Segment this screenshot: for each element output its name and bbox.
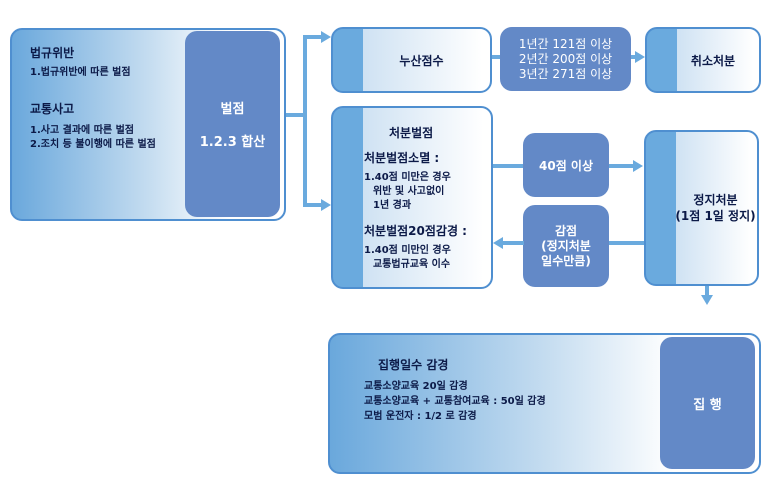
arrow-right-icon	[321, 199, 331, 211]
connector	[493, 164, 525, 168]
connector	[286, 113, 307, 117]
extinct-line-3: 1년 경과	[373, 200, 412, 211]
connector	[303, 35, 307, 207]
suspension-box: 정지처분 (1점 1일 정지)	[644, 130, 759, 286]
accident-title: 교통사고	[30, 102, 75, 116]
connector	[502, 241, 524, 245]
reduce-line-1: 1.40점 미만인 경우	[364, 245, 451, 256]
connector	[303, 203, 323, 207]
violation-title: 법규위반	[30, 46, 75, 60]
execution-line-2: 교통소양교육 + 교통참여교육 : 50일 감경	[364, 396, 546, 407]
extinct-line-2: 위반 및 사고없이	[373, 186, 445, 197]
arrow-right-icon	[633, 160, 643, 172]
connector	[303, 35, 323, 39]
sum-box: 벌점 1.2.3 합산	[185, 31, 280, 217]
arrow-down-icon	[701, 295, 713, 305]
connector	[609, 241, 645, 245]
suspension-line-2: (1점 1일 정지)	[675, 209, 756, 223]
execution-title: 집행일수 감경	[378, 358, 449, 372]
arrow-right-icon	[321, 31, 331, 43]
reduce-title: 처분벌점20점감경 :	[364, 224, 467, 238]
connector	[705, 286, 709, 296]
revocation-box: 취소처분	[645, 27, 761, 93]
cumulative-box: 누산점수	[331, 27, 492, 93]
extinct-line-1: 1.40점 미만은 경우	[364, 172, 451, 183]
threshold-2: 2년간 200점 이상	[518, 51, 613, 66]
connector	[492, 55, 502, 59]
execute-box: 집 행	[660, 337, 755, 469]
deduct-line-1: 감점	[554, 223, 578, 238]
over40-label: 40점 이상	[539, 158, 593, 173]
execution-line-3: 모범 운전자 : 1/2 로 감경	[364, 411, 477, 422]
accident-item-2: 2.조치 등 불이행에 따른 벌점	[30, 139, 156, 150]
deduct-line-3: 일수만큼)	[541, 253, 591, 268]
deduct-box: 감점 (정지처분 일수만큼)	[523, 205, 609, 287]
threshold-3: 3년간 271점 이상	[518, 66, 613, 81]
suspension-line-1: 정지처분	[693, 193, 738, 207]
disposal-box: 처분벌점 처분벌점소멸 : 1.40점 미만은 경우 위반 및 사고없이 1년 …	[331, 106, 493, 289]
connector	[609, 164, 635, 168]
extinct-title: 처분벌점소멸 :	[364, 151, 440, 165]
arrow-right-icon	[635, 51, 645, 63]
threshold-1: 1년간 121점 이상	[518, 36, 613, 51]
over40-box: 40점 이상	[523, 133, 609, 197]
violation-item: 1.법규위반에 따른 벌점	[30, 67, 131, 78]
cumulative-label: 누산점수	[399, 53, 444, 68]
connector	[631, 55, 637, 59]
threshold-box: 1년간 121점 이상 2년간 200점 이상 3년간 271점 이상	[500, 27, 631, 91]
execute-label: 집 행	[693, 397, 722, 413]
sum-label: 1.2.3 합산	[199, 135, 266, 150]
sum-title: 벌점	[220, 102, 245, 117]
execution-line-1: 교통소양교육 20일 감경	[364, 381, 468, 392]
deduct-line-2: (정지처분	[541, 238, 591, 253]
revocation-label: 취소처분	[690, 53, 736, 68]
accident-item-1: 1.사고 결과에 따른 벌점	[30, 125, 135, 136]
reduce-line-2: 교통법규교육 이수	[373, 259, 451, 270]
disposal-title: 처분벌점	[389, 126, 434, 140]
arrow-left-icon	[493, 237, 503, 249]
